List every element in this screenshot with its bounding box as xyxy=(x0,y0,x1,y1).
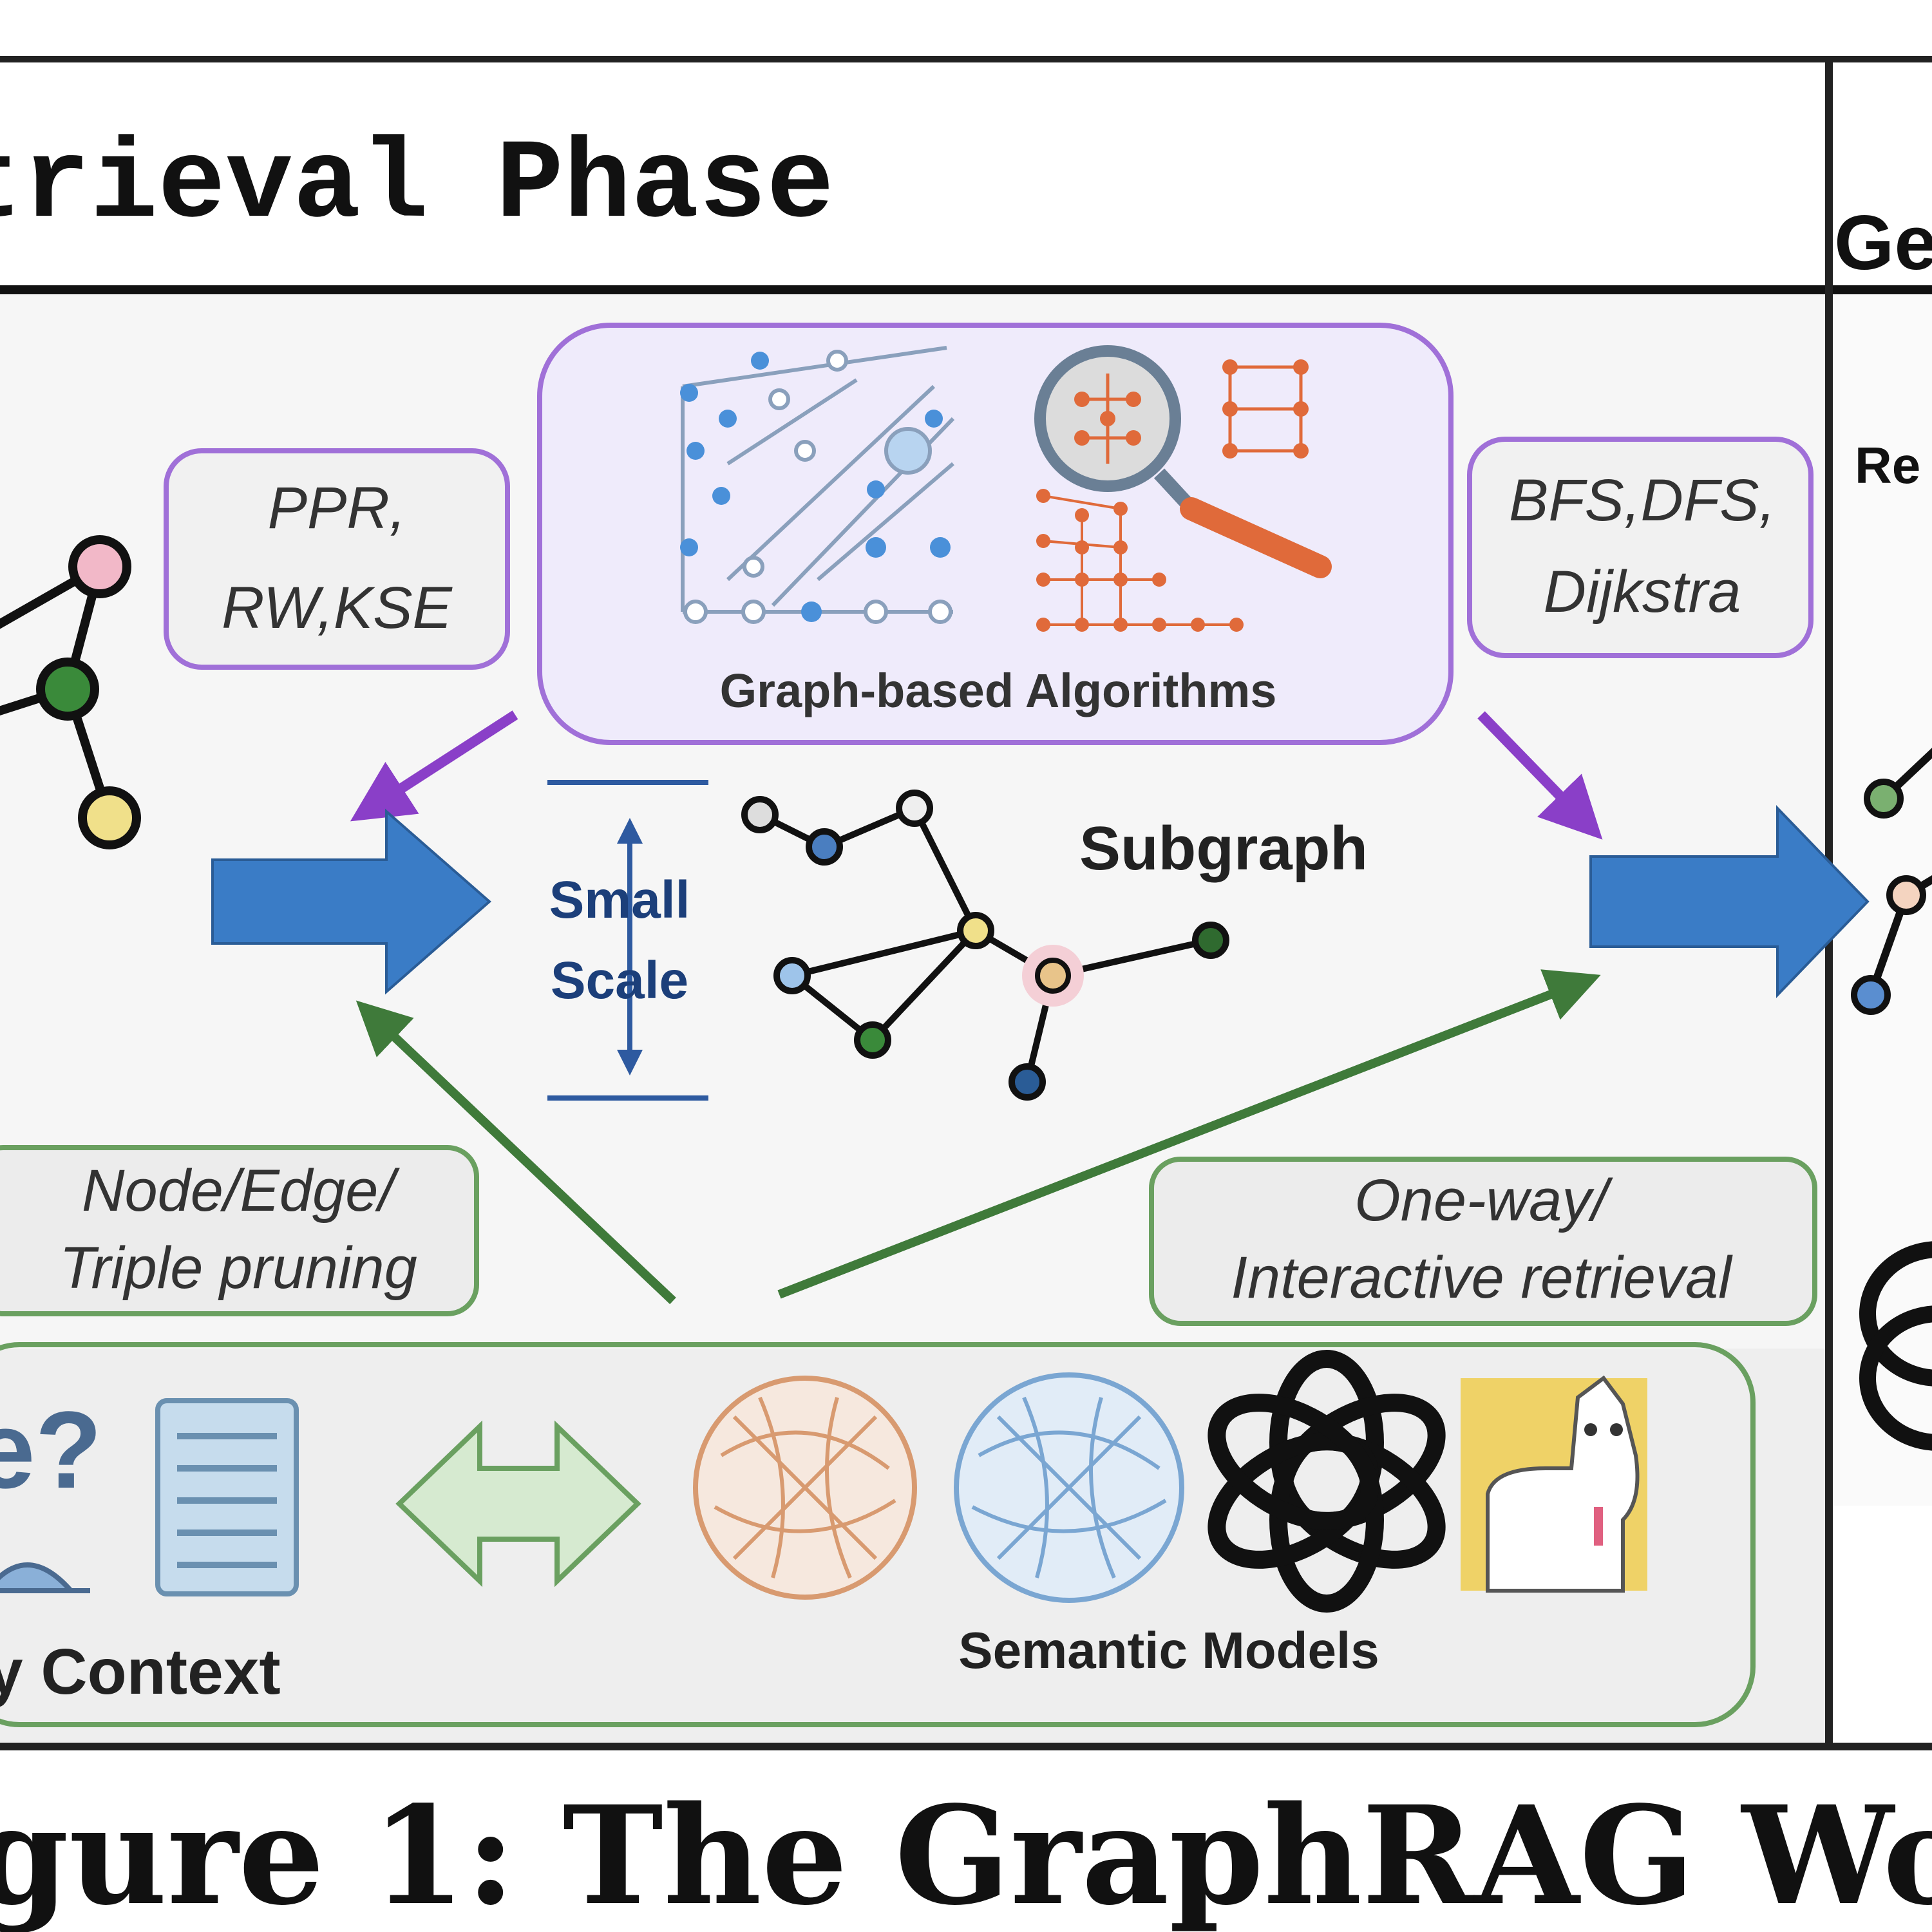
blue-arrow-right xyxy=(1589,805,1870,998)
right-panel-label-fragment: Re xyxy=(1855,437,1920,494)
pruning-label-line2: Triple pruning xyxy=(59,1235,417,1301)
left-graph-icon xyxy=(0,535,141,849)
green-arrow-right xyxy=(777,969,1601,1299)
magnifier-graph-icon xyxy=(1034,345,1332,632)
interactive-retrieval-box xyxy=(1149,1157,1817,1326)
query-context-label: y Context xyxy=(0,1636,281,1708)
document-icon xyxy=(155,1398,299,1596)
ppr-label-line1: PPR, xyxy=(268,475,406,541)
graph-algorithms-box xyxy=(537,323,1454,745)
interactive-label-line2: Interactive retrieval xyxy=(1231,1245,1733,1311)
bidirectional-arrow-icon xyxy=(395,1420,641,1587)
ppr-box xyxy=(164,448,510,670)
pruning-label-line1: Node/Edge/ xyxy=(82,1158,400,1224)
generation-phase-fragment: Ge xyxy=(1834,200,1932,286)
svg-text:e?: e? xyxy=(0,1389,102,1511)
ppr-label-line2: RW,KSE xyxy=(222,575,453,641)
orange-neural-icon xyxy=(693,1376,917,1600)
small-label: Small xyxy=(549,871,690,929)
bfs-label-line1: BFS,DFS, xyxy=(1509,468,1776,533)
blue-neural-icon xyxy=(954,1372,1184,1603)
purple-arrow-left xyxy=(350,710,518,822)
bfs-label-line2: Dijkstra xyxy=(1544,559,1741,625)
green-arrow-left xyxy=(355,1000,676,1305)
purple-arrow-right xyxy=(1477,711,1603,840)
right-panel-graph-icon xyxy=(1851,748,1932,1015)
retrieval-phase-title: trieval Phase xyxy=(0,122,834,250)
scale-label: Scale xyxy=(551,951,688,1010)
openai-logo-icon xyxy=(1208,1350,1446,1613)
bfs-box xyxy=(1467,437,1814,658)
subgraph-icon xyxy=(741,790,1229,1101)
right-panel-logo-fragment xyxy=(1859,1241,1932,1451)
subgraph-label: Subgraph xyxy=(1079,814,1368,883)
network-diagram-icon xyxy=(680,346,955,624)
blue-arrow-left xyxy=(211,808,492,995)
query-models-panel xyxy=(0,1342,1756,1727)
figure-caption: gure 1: The GraphRAG Workfl xyxy=(0,1776,1932,1932)
pruning-box xyxy=(0,1145,479,1316)
llama-logo-icon xyxy=(1461,1375,1647,1593)
semantic-models-label: Semantic Models xyxy=(958,1622,1379,1679)
graph-based-algorithms-label: Graph-based Algorithms xyxy=(720,664,1277,717)
interactive-label-line1: One-way/ xyxy=(1354,1168,1613,1233)
small-scale-indicator xyxy=(547,780,708,1101)
query-person-icon: e? xyxy=(0,1389,102,1593)
